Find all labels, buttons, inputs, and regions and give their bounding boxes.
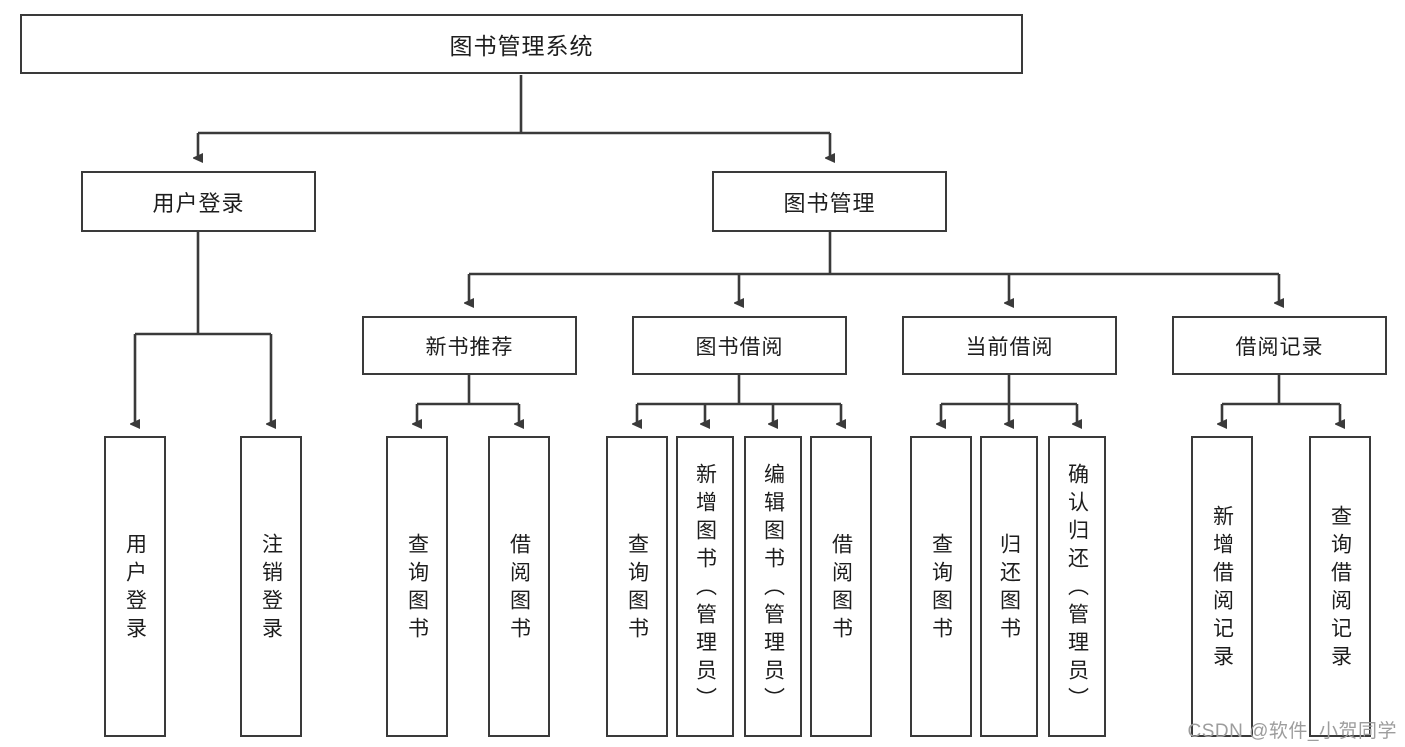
node-label: 注销登录 bbox=[259, 532, 283, 645]
node-new-book-recommend[interactable]: 新书推荐 bbox=[362, 316, 577, 375]
leaf-user-login[interactable]: 用户登录 bbox=[104, 436, 166, 737]
leaf-query-book-recommend[interactable]: 查询图书 bbox=[386, 436, 448, 737]
node-label: 用户登录 bbox=[152, 190, 245, 216]
node-book-management[interactable]: 图书管理 bbox=[712, 171, 947, 232]
node-label: 图书管理 bbox=[783, 190, 876, 216]
node-label: 借阅图书 bbox=[829, 532, 853, 645]
leaf-borrow-book-recommend[interactable]: 借阅图书 bbox=[488, 436, 550, 737]
leaf-borrow-book[interactable]: 借阅图书 bbox=[810, 436, 872, 737]
node-label: 查询图书 bbox=[625, 532, 649, 645]
leaf-return-book[interactable]: 归还图书 bbox=[980, 436, 1038, 737]
node-user-login[interactable]: 用户登录 bbox=[81, 171, 316, 232]
leaf-edit-book-admin[interactable]: 编辑图书（管理员） bbox=[744, 436, 802, 737]
node-label: 图书借阅 bbox=[695, 335, 784, 359]
watermark-text: CSDN @软件_小贺同学 bbox=[1187, 721, 1397, 742]
node-label: 图书管理系统 bbox=[449, 33, 594, 59]
leaf-query-book-current[interactable]: 查询图书 bbox=[910, 436, 972, 737]
node-label: 编辑图书（管理员） bbox=[761, 462, 785, 715]
node-label: 借阅记录 bbox=[1235, 335, 1324, 359]
node-label: 新增图书（管理员） bbox=[693, 462, 717, 715]
node-label: 查询图书 bbox=[929, 532, 953, 645]
leaf-user-logout[interactable]: 注销登录 bbox=[240, 436, 302, 737]
node-current-borrow[interactable]: 当前借阅 bbox=[902, 316, 1117, 375]
node-label: 借阅图书 bbox=[507, 532, 531, 645]
node-label: 查询借阅记录 bbox=[1328, 504, 1352, 673]
node-root-book-management-system[interactable]: 图书管理系统 bbox=[20, 14, 1023, 74]
leaf-query-borrow-record[interactable]: 查询借阅记录 bbox=[1309, 436, 1371, 737]
node-label: 当前借阅 bbox=[965, 335, 1054, 359]
node-label: 查询图书 bbox=[405, 532, 429, 645]
leaf-add-book-admin[interactable]: 新增图书（管理员） bbox=[676, 436, 734, 737]
node-book-borrow[interactable]: 图书借阅 bbox=[632, 316, 847, 375]
node-label: 新增借阅记录 bbox=[1210, 504, 1234, 673]
leaf-add-borrow-record[interactable]: 新增借阅记录 bbox=[1191, 436, 1253, 737]
leaf-query-book-borrow[interactable]: 查询图书 bbox=[606, 436, 668, 737]
leaf-confirm-return-admin[interactable]: 确认归还（管理员） bbox=[1048, 436, 1106, 737]
node-label: 归还图书 bbox=[997, 532, 1021, 645]
node-label: 确认归还（管理员） bbox=[1065, 462, 1089, 715]
node-label: 用户登录 bbox=[123, 532, 147, 645]
node-borrow-record[interactable]: 借阅记录 bbox=[1172, 316, 1387, 375]
node-label: 新书推荐 bbox=[425, 335, 514, 359]
